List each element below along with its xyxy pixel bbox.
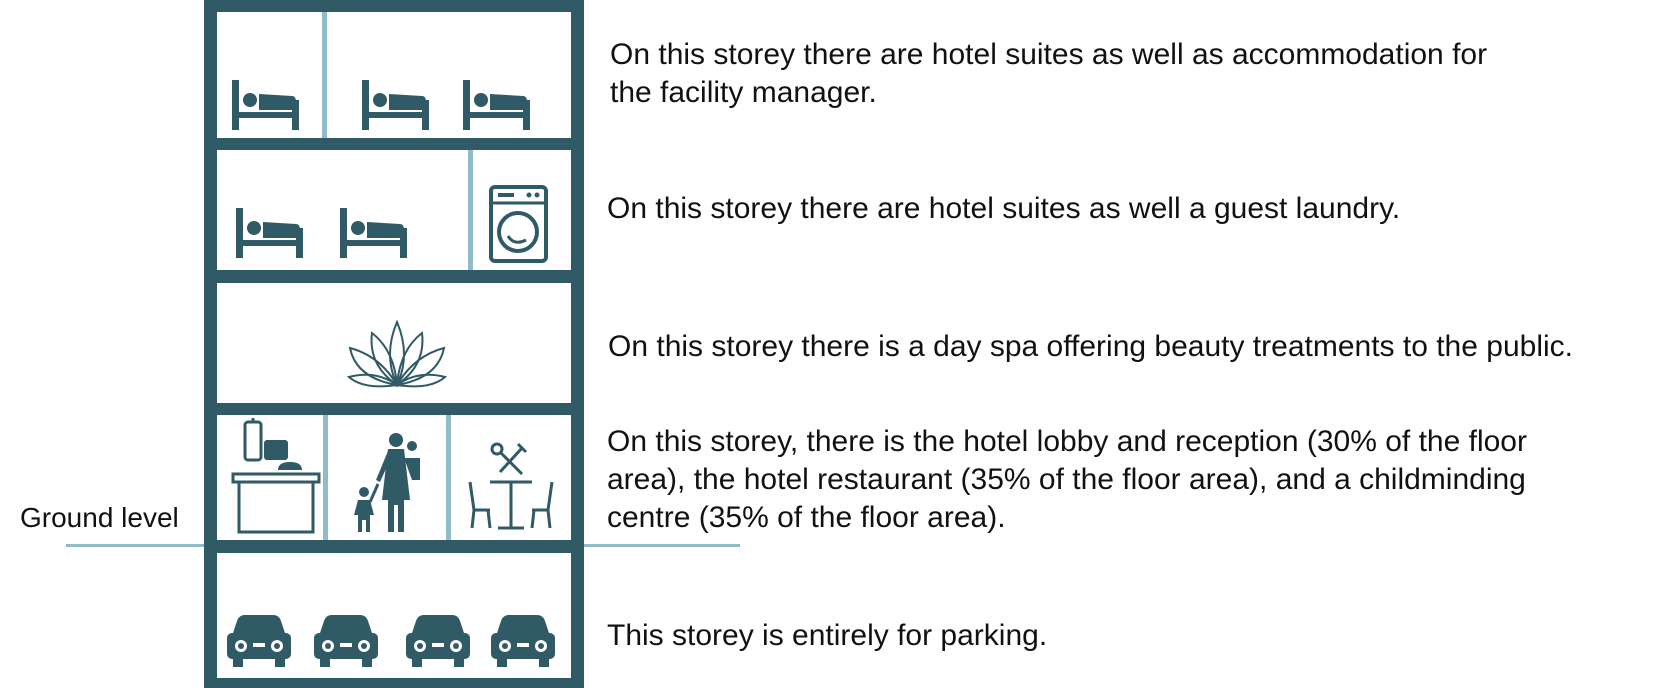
storey-4-description: On this storey there are hotel suites as… (610, 36, 1487, 112)
description-line: the facility manager. (610, 76, 877, 109)
description-line: area), the hotel restaurant (35% of the … (607, 463, 1526, 496)
storey-3-description: On this storey there are hotel suites as… (607, 190, 1400, 228)
reception-desk-icon (231, 418, 321, 534)
description-line: On this storey there are hotel suites as… (610, 38, 1488, 71)
description-line: On this storey there is a day spa offeri… (608, 330, 1573, 363)
restaurant-icon (468, 442, 554, 530)
ground-level-label: Ground level (20, 502, 179, 533)
room-divider (322, 12, 327, 138)
ground-line-right (584, 544, 740, 547)
storey-4-interior (217, 12, 571, 138)
storey-2-description: On this storey there is a day spa offeri… (608, 328, 1573, 366)
room-divider (446, 415, 451, 540)
room-divider (468, 150, 473, 270)
description-line: This storey is entirely for parking. (607, 619, 1048, 652)
ground-line-left (66, 544, 204, 547)
parent-and-child-icon (354, 433, 420, 532)
description-line: centre (35% of the floor area). (607, 501, 1006, 534)
washing-machine-icon (489, 185, 548, 263)
room-divider (323, 415, 328, 540)
lotus-icon (346, 319, 448, 388)
description-line: On this storey there are hotel suites as… (607, 192, 1401, 225)
description-line: On this storey, there is the hotel lobby… (607, 425, 1527, 458)
storey-basement-description: This storey is entirely for parking. (607, 617, 1047, 655)
storey-1-description: On this storey, there is the hotel lobby… (607, 423, 1527, 537)
